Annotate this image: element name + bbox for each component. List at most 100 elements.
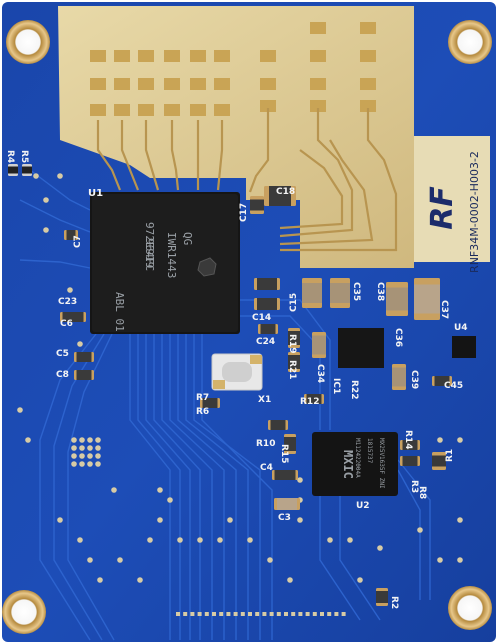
antenna-patch <box>138 78 154 90</box>
via <box>147 537 153 543</box>
label-c5: C5 <box>56 349 69 359</box>
smd-component <box>312 332 326 358</box>
label-c38: C38 <box>375 282 385 301</box>
label-r21: R21 <box>287 360 297 379</box>
trace <box>240 315 321 430</box>
via <box>71 437 77 443</box>
via <box>197 537 203 543</box>
smd-component <box>272 470 298 480</box>
u2-marking-line: 1815737 <box>366 438 373 464</box>
trace <box>53 333 105 641</box>
trace <box>169 334 225 640</box>
antenna-patch <box>90 78 106 90</box>
via <box>33 173 39 179</box>
antenna-patch <box>360 50 376 62</box>
edge-pad <box>183 612 188 616</box>
via <box>79 445 85 451</box>
mxic-logo: MXIC <box>341 450 355 479</box>
label-r22: R22 <box>349 380 359 399</box>
edge-pad <box>204 612 209 616</box>
label-c39: C39 <box>409 370 419 389</box>
label-u1: U1 <box>88 188 103 199</box>
smd-component <box>288 328 300 348</box>
via <box>77 341 83 347</box>
trace <box>19 199 91 233</box>
label-c7: C7 <box>73 235 83 248</box>
edge-pad <box>226 612 231 616</box>
smd-component <box>254 278 280 290</box>
label-c8: C8 <box>56 370 69 380</box>
via <box>327 537 333 543</box>
edge-pad <box>269 612 274 616</box>
smd-component <box>432 376 452 386</box>
mounting-hole-top-right <box>448 20 492 64</box>
smd-component <box>400 456 420 466</box>
via <box>95 453 101 459</box>
via <box>43 227 49 233</box>
edge-test-pads <box>176 612 346 616</box>
smd-component <box>400 440 420 450</box>
via <box>57 173 63 179</box>
antenna-patch <box>164 50 180 62</box>
logo-area <box>414 136 490 262</box>
smd-component <box>304 394 324 404</box>
label-c15: C15 <box>289 293 299 312</box>
via <box>347 537 353 543</box>
via <box>79 437 85 443</box>
smd-component <box>414 278 440 320</box>
trace <box>29 169 91 211</box>
via <box>437 557 443 563</box>
antenna-patch <box>114 104 130 116</box>
smd-component <box>288 352 300 372</box>
part-number: RNF34M-0002-H003-2 <box>468 151 481 273</box>
antenna-patch <box>90 104 106 116</box>
antenna-patch-array <box>90 22 376 116</box>
label-r19: R19 <box>287 334 297 353</box>
antenna-patch <box>190 104 206 116</box>
label-c14: C14 <box>252 313 271 323</box>
smd-component <box>254 298 280 310</box>
via <box>87 437 93 443</box>
smd-component <box>250 196 264 214</box>
label-ic1: IC1 <box>331 378 341 394</box>
edge-pad <box>197 612 202 616</box>
ic1-package <box>338 328 384 368</box>
trace <box>319 496 361 621</box>
via <box>457 517 463 523</box>
via <box>357 577 363 583</box>
u1-marking-line: IWR1443 <box>165 232 178 278</box>
brand-logo: RF <box>425 186 460 230</box>
via <box>95 461 101 467</box>
label-c35: C35 <box>351 282 361 301</box>
edge-pad <box>255 612 260 616</box>
edge-pad <box>190 612 195 616</box>
smd-component <box>258 324 278 334</box>
via <box>217 537 223 543</box>
trace <box>145 334 191 640</box>
label-r4: R4 <box>5 150 15 163</box>
label-r15: R15 <box>279 444 289 463</box>
edge-pad <box>298 612 303 616</box>
label-r2: R2 <box>389 596 399 609</box>
via <box>87 453 93 459</box>
antenna-patch <box>310 100 326 112</box>
via <box>25 437 31 443</box>
via <box>267 557 273 563</box>
via <box>77 537 83 543</box>
trace <box>39 333 97 641</box>
via <box>417 527 423 533</box>
smd-component <box>22 164 32 176</box>
smd-component <box>432 452 446 470</box>
label-r8: R8 <box>417 486 427 499</box>
via <box>377 545 383 551</box>
via <box>297 477 303 483</box>
antenna-patch <box>114 50 130 62</box>
label-r7: R7 <box>196 393 209 403</box>
antenna-patch <box>214 78 230 90</box>
edge-pad <box>334 612 339 616</box>
via <box>87 445 93 451</box>
via <box>297 517 303 523</box>
label-c6: C6 <box>60 319 73 329</box>
